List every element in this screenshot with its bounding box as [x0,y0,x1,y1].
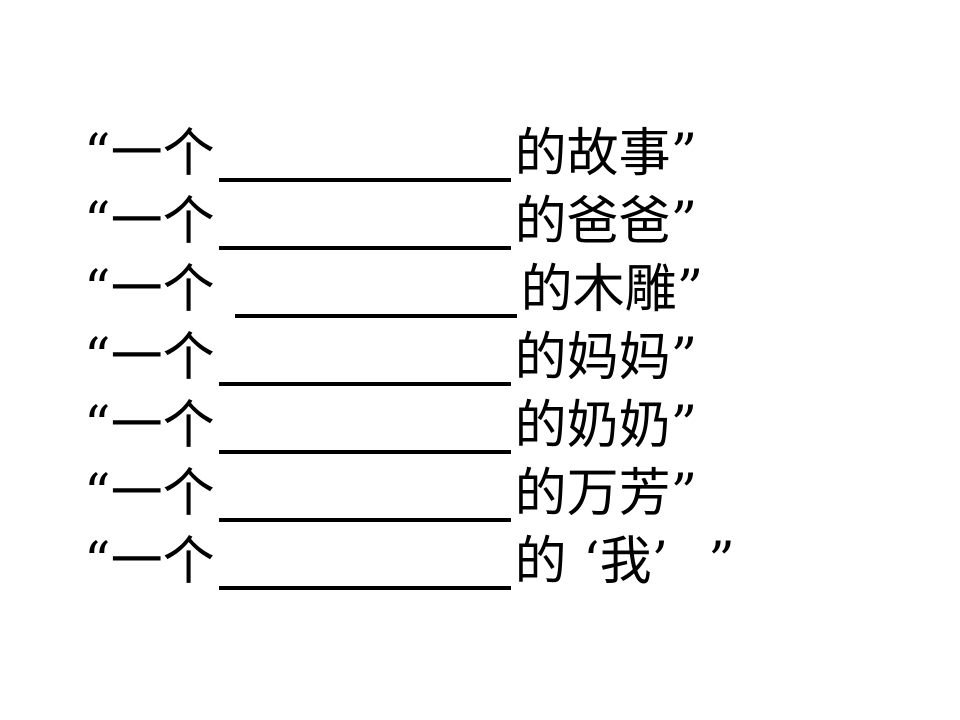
line-suffix: 的万芳 [514,464,671,524]
blank-underline [218,538,511,590]
line-grandmother: “ 一个 的奶奶 ” [84,392,884,460]
open-quote: “ [84,396,111,456]
close-quote: ” [670,124,698,184]
line-me: “ 一个 的 ‘我’ ” [84,528,884,596]
line-wanfang: “ 一个 的万芳 ” [84,460,884,528]
line-prefix: 一个 [110,192,215,252]
blank-underline [218,470,511,522]
line-prefix: 一个 [110,260,215,320]
open-quote: “ [84,464,111,524]
blank-underline [218,334,511,386]
blank-underline [218,130,511,182]
line-story: “ 一个 的故事 ” [84,120,884,188]
line-suffix: 的妈妈 [514,328,671,388]
line-prefix: 一个 [110,464,215,524]
open-quote: “ [84,260,111,320]
close-quote: ” [708,532,735,592]
open-quote: “ [84,192,111,252]
close-quote: ” [670,396,698,456]
close-quote: ” [670,328,698,388]
open-quote: “ [84,328,111,388]
line-suffix: 的木雕 [520,260,677,320]
line-prefix: 一个 [110,124,215,184]
blank-underline [218,402,511,454]
line-suffix: 的故事 [514,124,671,184]
blank-underline [234,266,517,318]
line-suffix: 的 ‘我’ [514,532,669,592]
line-father: “ 一个 的爸爸 ” [84,188,884,256]
line-carving: “ 一个 的木雕 ” [84,256,884,324]
line-suffix: 的奶奶 [514,396,671,456]
open-quote: “ [84,124,111,184]
line-suffix: 的爸爸 [514,192,671,252]
close-quote: ” [670,192,698,252]
line-prefix: 一个 [110,396,215,456]
fill-in-lines: “ 一个 的故事 ” “ 一个 的爸爸 ” “ 一个 的木雕 ” “ 一个 的妈… [84,120,884,596]
close-quote: ” [676,260,704,320]
line-prefix: 一个 [110,328,215,388]
open-quote: “ [84,532,111,592]
blank-underline [218,198,511,250]
line-prefix: 一个 [110,532,215,592]
line-mother: “ 一个 的妈妈 ” [84,324,884,392]
close-quote: ” [670,464,698,524]
